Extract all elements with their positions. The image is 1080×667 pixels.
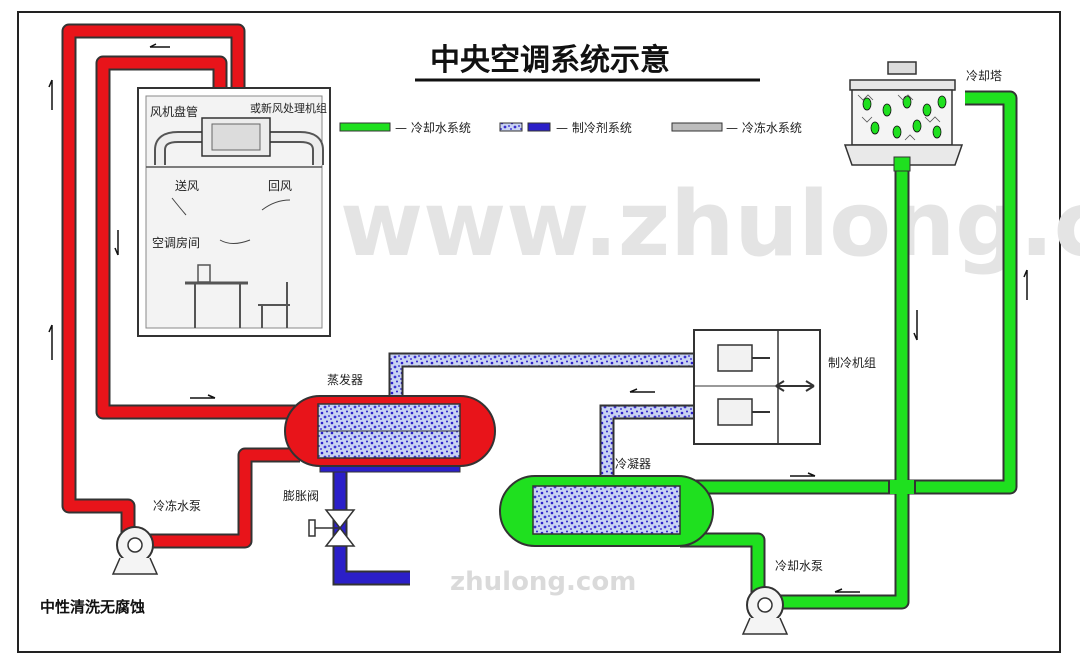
ac-room-label: 空调房间 <box>152 235 200 250</box>
fan-coil-label: 风机盘管 <box>150 104 198 119</box>
watermark-main: www.zhulong.com <box>340 172 1080 277</box>
watermark-small: zhulong.com <box>450 567 636 597</box>
expansion-valve: 膨胀阀 <box>283 489 356 547</box>
fresh-air-unit-label: 或新风处理机组 <box>250 101 327 115</box>
evaporator: 蒸发器 <box>284 372 496 473</box>
footer-slogan: 中性清洗无腐蚀 <box>40 598 145 616</box>
cooling-water-pump: 冷却水泵 <box>741 559 823 635</box>
legend-swatch-refrigerant-liquid <box>527 122 551 132</box>
chilled-water-loop <box>61 23 300 549</box>
cooling-tower: 冷却塔 <box>843 61 1002 172</box>
cooling-tower-label: 冷却塔 <box>966 69 1002 83</box>
legend: — 冷却水系统 — 制冷剂系统 — 冷冻水系统 <box>339 120 802 135</box>
refrigerant-flow-arrows <box>629 388 655 393</box>
cooling-water-loop <box>680 90 1018 610</box>
chilled-water-pump-label: 冷冻水泵 <box>153 498 201 513</box>
chilled-water-flow-arrows <box>48 43 216 399</box>
chiller-unit-label: 制冷机组 <box>828 356 876 370</box>
refrigerant-lines <box>332 352 700 586</box>
teapot-icon <box>197 264 211 283</box>
cooling-water-flow-arrows <box>790 269 1028 593</box>
ac-room: 风机盘管 或新风处理机组 送风 回风 空调房间 <box>137 87 331 337</box>
chiller-unit: 制冷机组 <box>693 329 876 445</box>
pipe-crossover <box>889 480 915 494</box>
evaporator-label: 蒸发器 <box>327 372 363 387</box>
supply-air-label: 送风 <box>175 178 199 193</box>
expansion-valve-label: 膨胀阀 <box>283 489 319 503</box>
cooling-tower-fan-icon <box>887 61 917 75</box>
legend-label-cooling-water: — 冷却水系统 <box>395 121 471 135</box>
legend-label-chilled-water: — 冷冻水系统 <box>726 120 802 135</box>
condenser: 冷凝器 <box>499 456 714 547</box>
legend-swatch-refrigerant-gas <box>499 122 523 132</box>
outer-frame <box>17 11 1061 653</box>
condenser-label: 冷凝器 <box>615 456 651 471</box>
condenser-tube-bundle <box>532 485 681 535</box>
legend-label-refrigerant: — 制冷剂系统 <box>556 120 632 135</box>
legend-swatch-chilled-water <box>671 122 723 132</box>
return-air-label: 回风 <box>268 179 292 193</box>
diagram-title: 中央空调系统示意 <box>430 43 670 78</box>
cooling-tower-basin <box>843 144 964 166</box>
chilled-water-pump: 冷冻水泵 <box>111 498 201 575</box>
legend-swatch-cooling-water <box>339 122 391 132</box>
cooling-water-pump-label: 冷却水泵 <box>775 559 823 573</box>
